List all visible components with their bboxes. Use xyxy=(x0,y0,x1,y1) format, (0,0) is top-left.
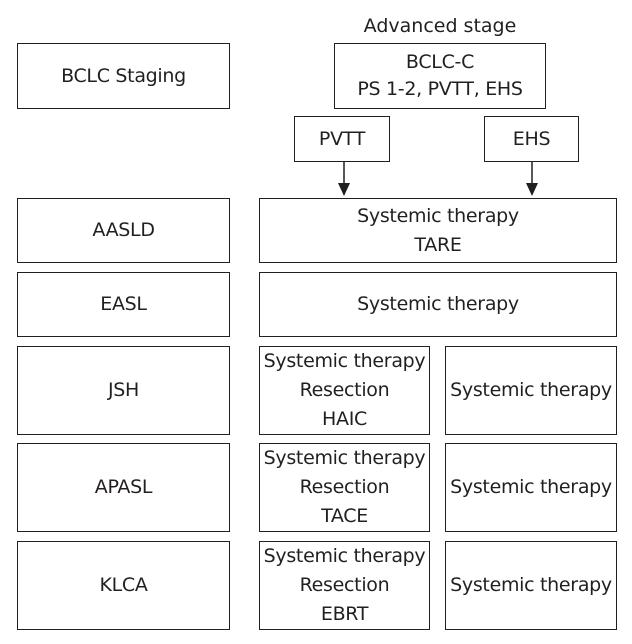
aasld-label-box: AASLD xyxy=(17,198,230,263)
pvtt-arrow-head xyxy=(338,183,350,196)
pvtt-text: PVTT xyxy=(318,127,366,150)
aasld-therapy-box: Systemic therapy TARE xyxy=(259,198,617,263)
bclc-staging-box: BCLC Staging xyxy=(17,43,230,109)
bclc-c-line1: BCLC-C xyxy=(405,51,475,73)
aasld-therapy-line2: TARE xyxy=(414,233,462,256)
apasl-pvtt-box: Systemic therapy Resection TACE xyxy=(259,443,430,532)
advanced-stage-label: Advanced stage xyxy=(363,15,517,37)
easl-label: EASL xyxy=(100,293,147,315)
aasld-therapy-line1: Systemic therapy xyxy=(357,204,519,227)
klca-pvtt-line1: Systemic therapy xyxy=(263,545,426,567)
apasl-pvtt-line1: Systemic therapy xyxy=(263,447,426,469)
easl-label-box: EASL xyxy=(17,272,230,337)
bclc-c-box: BCLC-C PS 1-2, PVTT, EHS xyxy=(334,43,546,109)
bclc-staging-text: BCLC Staging xyxy=(61,64,186,87)
jsh-ehs-line1: Systemic therapy xyxy=(450,379,612,401)
apasl-pvtt-line3: TACE xyxy=(321,505,368,527)
ehs-arrow-head xyxy=(526,183,538,196)
apasl-ehs-box: Systemic therapy xyxy=(445,443,617,532)
apasl-label: APASL xyxy=(94,476,153,498)
jsh-ehs-box: Systemic therapy xyxy=(445,346,617,435)
jsh-label-box: JSH xyxy=(17,346,230,435)
klca-pvtt-line2: Resection xyxy=(299,574,390,596)
ehs-box: EHS xyxy=(484,116,579,162)
easl-therapy-line1: Systemic therapy xyxy=(357,293,519,315)
ehs-text: EHS xyxy=(512,127,551,150)
jsh-pvtt-line1: Systemic therapy xyxy=(263,350,426,372)
klca-pvtt-box: Systemic therapy Resection EBRT xyxy=(259,541,430,630)
apasl-ehs-line1: Systemic therapy xyxy=(450,476,612,498)
jsh-pvtt-line3: HAIC xyxy=(322,408,367,430)
jsh-pvtt-box: Systemic therapy Resection HAIC xyxy=(259,346,430,435)
klca-label: KLCA xyxy=(99,574,148,596)
klca-ehs-line1: Systemic therapy xyxy=(450,574,612,596)
easl-therapy-box: Systemic therapy xyxy=(259,272,617,337)
jsh-pvtt-line2: Resection xyxy=(299,379,390,401)
klca-ehs-box: Systemic therapy xyxy=(445,541,617,630)
pvtt-box: PVTT xyxy=(294,116,390,162)
jsh-label: JSH xyxy=(107,379,140,401)
bclc-c-line2: PS 1-2, PVTT, EHS xyxy=(357,78,523,100)
apasl-label-box: APASL xyxy=(17,443,230,532)
klca-pvtt-line3: EBRT xyxy=(320,603,369,625)
aasld-label: AASLD xyxy=(92,219,155,241)
apasl-pvtt-line2: Resection xyxy=(299,476,390,498)
klca-label-box: KLCA xyxy=(17,541,230,630)
